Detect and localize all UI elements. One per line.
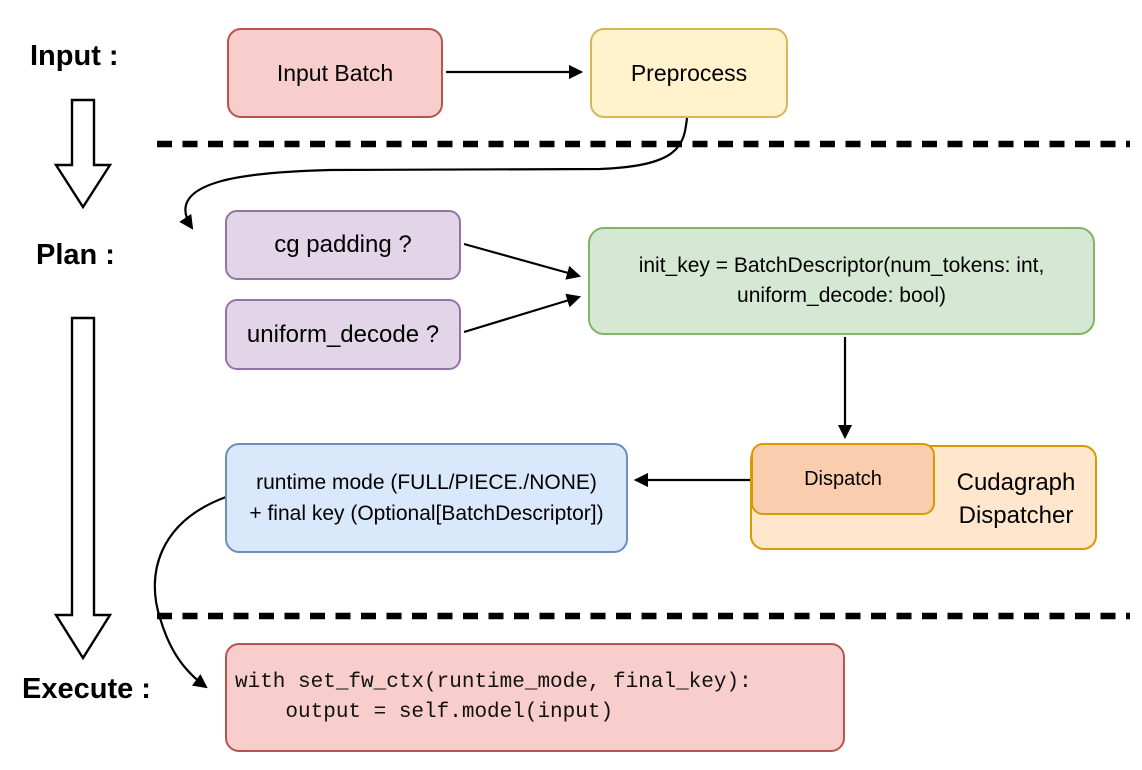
node-init-key-line2: uniform_decode: bool) [737, 284, 946, 307]
node-init-key: init_key = BatchDescriptor(num_tokens: i… [588, 227, 1095, 335]
node-execute-code: with set_fw_ctx(runtime_mode, final_key)… [225, 643, 845, 752]
node-input-batch: Input Batch [227, 28, 443, 118]
cudagraph-line2: Dispatcher [958, 502, 1074, 529]
node-uniform-decode: uniform_decode ? [225, 299, 461, 370]
node-runtime-mode-line2: + final key (Optional[BatchDescriptor]) [249, 502, 604, 525]
node-runtime-mode-line1: runtime mode (FULL/PIECE./NONE) [256, 471, 597, 494]
stage-label-input: Input : [30, 40, 119, 72]
arrow-preprocess-to-plan [179, 117, 689, 230]
arrow-uniformdecode-to-initkey [463, 293, 582, 334]
node-preprocess: Preprocess [590, 28, 788, 118]
node-cg-padding: cg padding ? [225, 210, 461, 280]
hollow-down-arrow-plan-execute [53, 316, 113, 661]
arrow-runtimemode-to-execute [153, 495, 227, 689]
hollow-down-arrow-input-plan [53, 98, 113, 210]
node-preprocess-label: Preprocess [630, 59, 748, 86]
node-runtime-mode: runtime mode (FULL/PIECE./NONE) + final … [225, 443, 628, 553]
node-init-key-line1: init_key = BatchDescriptor(num_tokens: i… [638, 254, 1045, 277]
node-cg-padding-label: cg padding ? [274, 231, 412, 258]
arrow-cgpadding-to-initkey [463, 242, 582, 280]
node-uniform-decode-label: uniform_decode ? [246, 320, 440, 348]
stage-label-execute: Execute : [22, 673, 151, 705]
cudagraph-line1: Cudagraph [956, 469, 1076, 496]
execute-code-line2: output = self.model(input) [235, 700, 614, 724]
node-dispatch-label: Dispatch [804, 467, 882, 490]
stage-label-plan: Plan : [36, 239, 115, 271]
execute-code-line1: with set_fw_ctx(runtime_mode, final_key)… [235, 670, 752, 694]
node-dispatch: Dispatch [751, 443, 935, 515]
node-cudagraph-dispatcher-label: Cudagraph Dispatcher [935, 466, 1097, 532]
node-input-batch-label: Input Batch [276, 59, 394, 86]
